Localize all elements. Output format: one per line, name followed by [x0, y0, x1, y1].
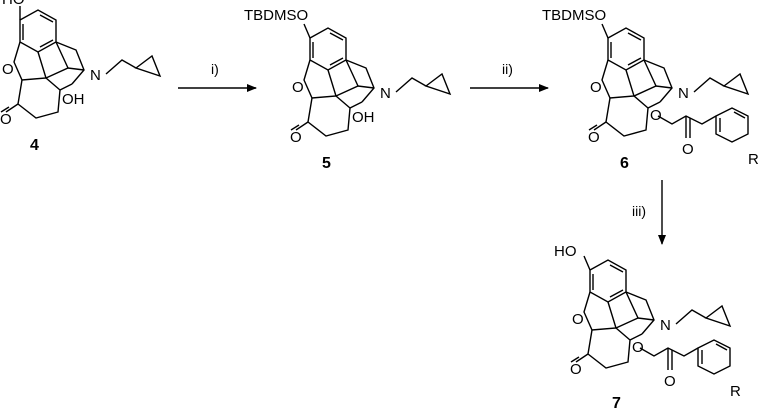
- compound-number: 7: [612, 395, 621, 412]
- silyl-ether-label: TBDMSO: [244, 7, 308, 24]
- amine-nitrogen-label: N: [660, 317, 671, 334]
- reaction-arrow-2: ii): [470, 61, 549, 92]
- ketone-oxygen-label: O: [290, 129, 302, 146]
- hydroxyl-label: HO: [554, 243, 577, 260]
- amine-nitrogen-label: N: [678, 85, 689, 102]
- amine-nitrogen-label: N: [380, 85, 391, 102]
- step-label: i): [211, 61, 219, 77]
- ester-oxygen-label: O: [650, 107, 662, 124]
- amine-nitrogen-label: N: [90, 67, 101, 84]
- compound-6: TBDMSO O N O O O R 6: [542, 7, 759, 172]
- r-substituent-label: R: [730, 383, 741, 400]
- step-label: ii): [502, 61, 513, 77]
- r-substituent-label: R: [748, 151, 759, 168]
- step-label: iii): [632, 203, 646, 219]
- carbonyl-oxygen-label: O: [682, 141, 694, 158]
- compound-number: 6: [620, 155, 629, 172]
- ether-oxygen-label: O: [2, 61, 14, 78]
- tertiary-hydroxyl-label: OH: [62, 91, 85, 108]
- compound-7: HO O N O O O R 7: [554, 243, 741, 412]
- reaction-arrow-1: i): [178, 61, 257, 92]
- compound-number: 5: [322, 155, 331, 172]
- ester-oxygen-label: O: [632, 339, 644, 356]
- ketone-oxygen-label: O: [570, 361, 582, 378]
- carbonyl-oxygen-label: O: [664, 373, 676, 390]
- ketone-oxygen-label: O: [588, 129, 600, 146]
- reaction-arrow-3: iii): [632, 180, 666, 245]
- hydroxyl-label: HO: [2, 0, 25, 8]
- ether-oxygen-label: O: [292, 79, 304, 96]
- silyl-ether-label: TBDMSO: [542, 7, 606, 24]
- ketone-oxygen-label: O: [0, 111, 12, 128]
- compound-4: HO O N OH O 4: [0, 0, 161, 154]
- tertiary-hydroxyl-label: OH: [352, 109, 375, 126]
- ether-oxygen-label: O: [590, 79, 602, 96]
- compound-5: TBDMSO O N OH O 5: [244, 7, 451, 172]
- ether-oxygen-label: O: [572, 311, 584, 328]
- compound-number: 4: [30, 137, 39, 154]
